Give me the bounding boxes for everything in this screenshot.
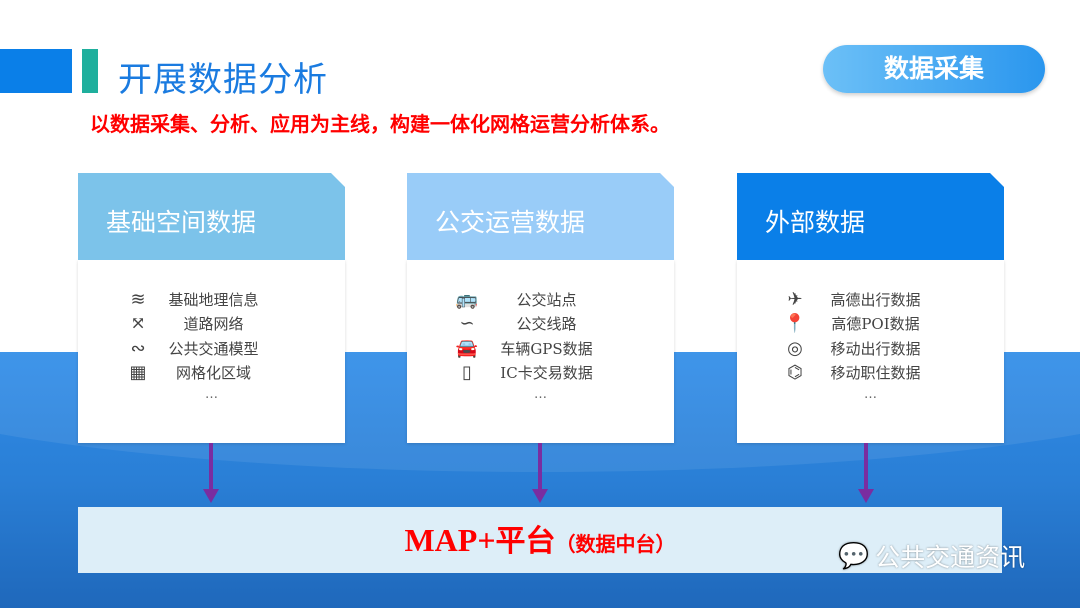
column-header: 基础空间数据 xyxy=(78,173,345,260)
list-item: ∾ 公共交通模型 xyxy=(78,336,345,361)
platform-mid: 平台 xyxy=(495,524,556,559)
list-item-label: 基础地理信息 xyxy=(168,290,259,309)
column-header: 公交运营数据 xyxy=(407,173,674,260)
list-item: ≋ 基础地理信息 xyxy=(78,287,345,312)
road-network-icon: ⤧ xyxy=(130,313,146,335)
list-item-label: 网格化区域 xyxy=(175,364,251,383)
bus-stop-icon: 🚌 xyxy=(455,288,479,310)
list-item: ▯ IC卡交易数据 xyxy=(407,361,674,386)
list-item: 🚌 公交站点 xyxy=(407,287,674,312)
list-item-label: 高德出行数据 xyxy=(830,290,921,309)
column-header: 外部数据 xyxy=(737,173,1004,260)
more-indicator: … xyxy=(864,387,877,402)
list-item: ▦ 网格化区域 xyxy=(78,361,345,386)
page-title: 开展数据分析 xyxy=(118,60,328,100)
watermark: 💬公共交通资讯 xyxy=(838,538,1025,574)
grid-icon: ▦ xyxy=(129,362,147,384)
list-item-label: 高德POI数据 xyxy=(831,315,920,334)
list-item: 🚘 车辆GPS数据 xyxy=(407,336,674,361)
list-item: ∽ 公交线路 xyxy=(407,312,674,337)
flow-arrow xyxy=(858,443,874,503)
column-header-text: 外部数据 xyxy=(765,208,866,237)
data-column: 外部数据 ✈ 高德出行数据 📍 高德POI数据 ◎ 移动出行数据 ⌬ 移动职住数据 … xyxy=(737,173,1004,443)
title-accent-bar xyxy=(0,49,72,93)
platform-main: MAP+ xyxy=(404,522,496,558)
watermark-text: 公共交通资讯 xyxy=(875,543,1026,572)
list-item-label: IC卡交易数据 xyxy=(500,364,593,383)
flow-arrow xyxy=(532,443,548,503)
column-body: 🚌 公交站点 ∽ 公交线路 🚘 车辆GPS数据 ▯ IC卡交易数据 … xyxy=(407,260,674,443)
column-header-text: 基础空间数据 xyxy=(106,208,257,237)
list-item-label: 移动出行数据 xyxy=(830,339,921,358)
location-pin-icon: 📍 xyxy=(783,313,807,335)
list-item: ✈ 高德出行数据 xyxy=(737,287,1004,312)
bus-route-icon: ∽ xyxy=(459,313,475,335)
data-column: 公交运营数据 🚌 公交站点 ∽ 公交线路 🚘 车辆GPS数据 ▯ IC卡交易数据 … xyxy=(407,173,674,443)
more-indicator: … xyxy=(534,387,547,402)
platform-box: MAP+平台（数据中台） xyxy=(78,507,1002,573)
subtitle: 以数据采集、分析、应用为主线，构建一体化网格运营分析体系。 xyxy=(90,112,670,136)
list-item: ◎ 移动出行数据 xyxy=(737,336,1004,361)
china-mobile-icon: ◎ xyxy=(787,337,803,359)
column-body: ✈ 高德出行数据 📍 高德POI数据 ◎ 移动出行数据 ⌬ 移动职住数据 … xyxy=(737,260,1004,443)
column-header-text: 公交运营数据 xyxy=(435,208,586,237)
list-item-label: 车辆GPS数据 xyxy=(500,339,593,358)
flow-arrow xyxy=(203,443,219,503)
gps-car-icon: 🚘 xyxy=(455,337,479,359)
column-body: ≋ 基础地理信息 ⤧ 道路网络 ∾ 公共交通模型 ▦ 网格化区域 … xyxy=(78,260,345,443)
data-collection-badge: 数据采集 xyxy=(823,45,1045,93)
more-indicator: … xyxy=(205,387,218,402)
list-item-label: 公交站点 xyxy=(516,290,577,309)
layers-icon: ≋ xyxy=(130,288,146,310)
commute-icon: ⌬ xyxy=(787,362,803,384)
list-item-label: 公共交通模型 xyxy=(168,339,259,358)
list-item-label: 移动职住数据 xyxy=(830,364,921,383)
list-item-label: 道路网络 xyxy=(183,315,244,334)
list-item-label: 公交线路 xyxy=(516,315,577,334)
data-column: 基础空间数据 ≋ 基础地理信息 ⤧ 道路网络 ∾ 公共交通模型 ▦ 网格化区域 … xyxy=(78,173,345,443)
title-accent-bar-green xyxy=(82,49,98,93)
platform-sub: （数据中台） xyxy=(555,532,676,556)
list-item: ⤧ 道路网络 xyxy=(78,312,345,337)
ic-card-icon: ▯ xyxy=(462,362,472,384)
list-item: ⌬ 移动职住数据 xyxy=(737,361,1004,386)
amap-travel-icon: ✈ xyxy=(787,288,803,310)
wechat-icon: 💬 xyxy=(838,541,870,570)
route-model-icon: ∾ xyxy=(130,337,146,359)
list-item: 📍 高德POI数据 xyxy=(737,312,1004,337)
